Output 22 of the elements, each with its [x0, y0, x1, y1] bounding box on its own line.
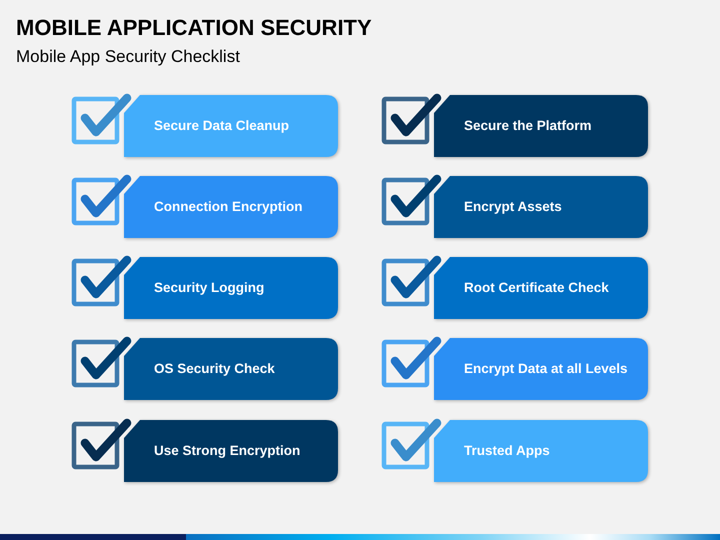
banner-label: Root Certificate Check	[464, 279, 609, 297]
checklist-banner	[124, 176, 338, 238]
checklist-banner	[434, 95, 648, 157]
checklist-banner	[434, 176, 648, 238]
banner-label: Encrypt Assets	[464, 198, 562, 216]
page-title: MOBILE APPLICATION SECURITY	[16, 15, 372, 41]
checklist-banner	[124, 95, 338, 157]
subtitle: Mobile App Security Checklist	[16, 47, 240, 67]
banner-label: Trusted Apps	[464, 442, 550, 460]
checklist-banner	[124, 257, 338, 319]
banner-label: Security Logging	[154, 279, 264, 297]
checklist-banner	[124, 420, 338, 482]
checklist-banner	[124, 338, 338, 400]
banner-label: Connection Encryption	[154, 198, 302, 216]
checklist-banner	[434, 338, 648, 400]
checklist-banner	[434, 420, 648, 482]
banner-label: Secure Data Cleanup	[154, 117, 290, 135]
banner-label: Secure the Platform	[464, 117, 592, 135]
banner-label: Encrypt Data at all Levels	[464, 360, 628, 378]
banner-label: OS Security Check	[154, 360, 275, 378]
checklist-banner	[434, 257, 648, 319]
banner-label: Use Strong Encryption	[154, 442, 300, 460]
